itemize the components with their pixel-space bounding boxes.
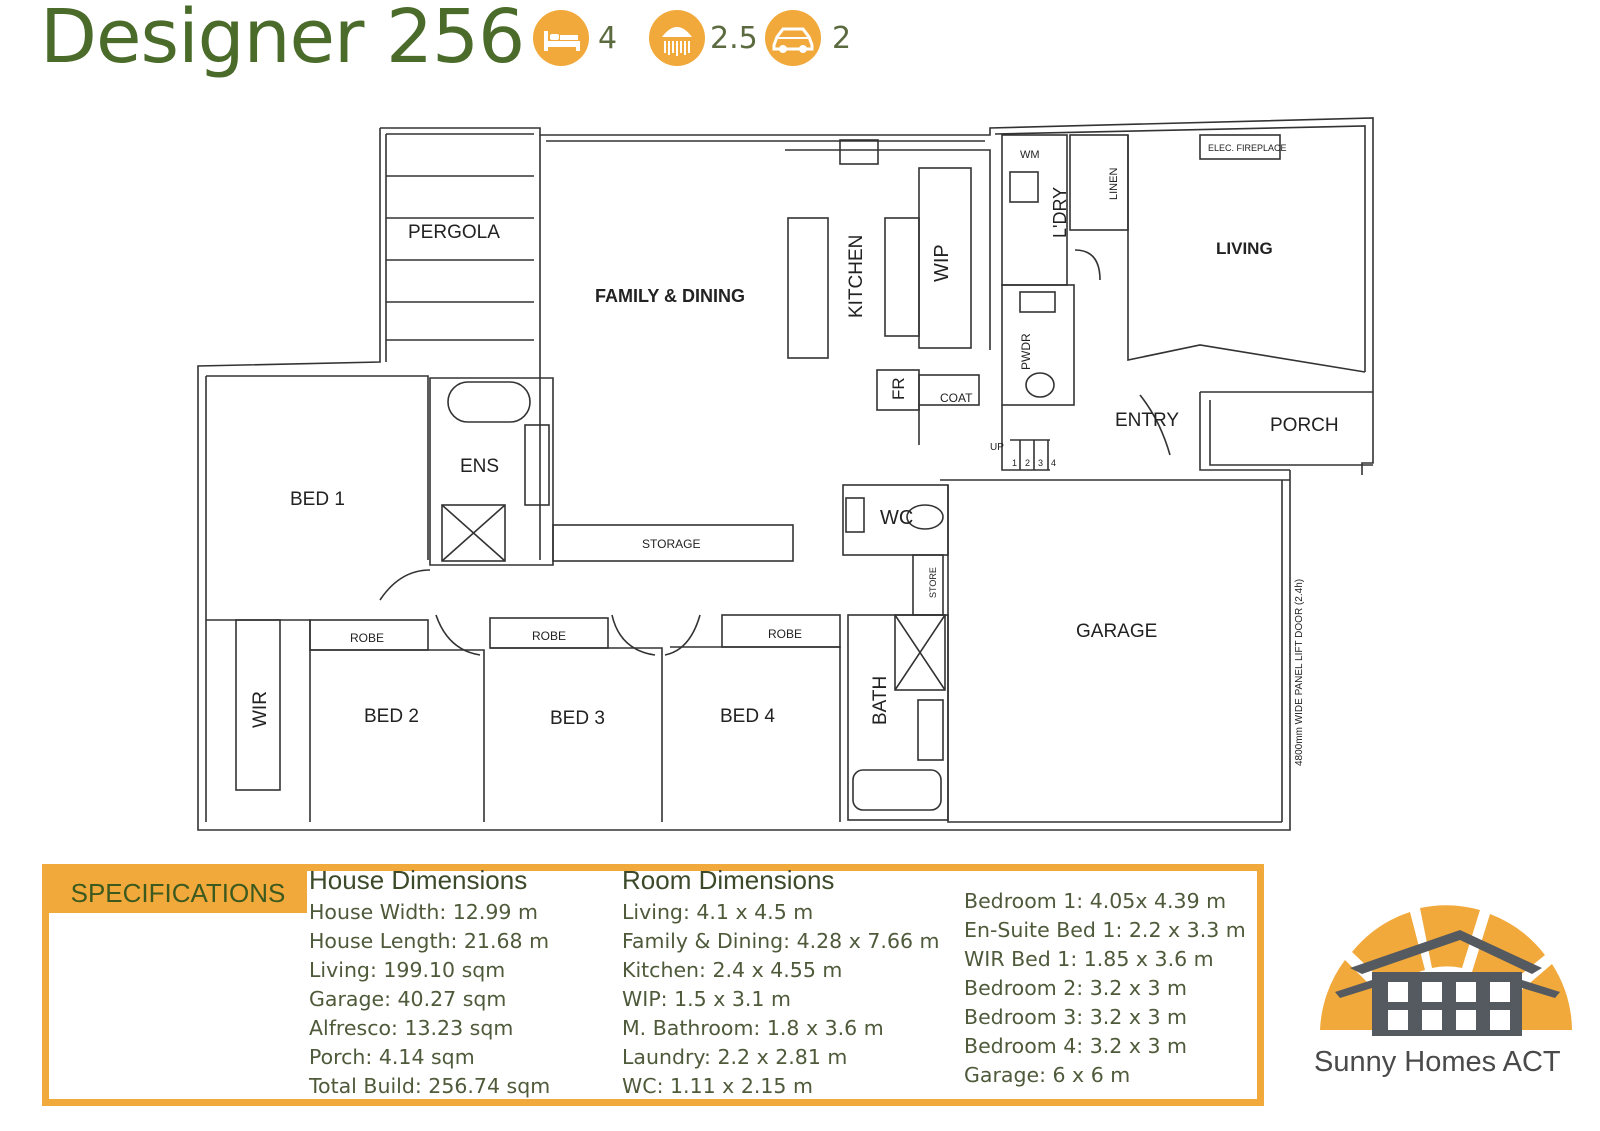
house-spec-row: Porch: 4.14 sqm xyxy=(309,1045,475,1069)
label-laundry: L'DRY xyxy=(1050,187,1070,238)
house-dimensions-heading: House Dimensions xyxy=(309,865,528,895)
stair-step-4: 4 xyxy=(1051,458,1056,468)
label-linen: LINEN xyxy=(1108,168,1120,200)
stair-step-3: 3 xyxy=(1038,458,1043,468)
bedroom-spec-row: Garage: 6 x 6 m xyxy=(964,1063,1131,1087)
room-dimensions: Room Dimensions Living: 4.1 x 4.5 m Fami… xyxy=(622,865,940,1101)
house-spec-row: House Width: 12.99 m xyxy=(309,900,538,924)
specifications-tab: SPECIFICATIONS xyxy=(49,871,307,913)
label-coat: COAT xyxy=(940,391,973,405)
bedroom-dimensions: Bedroom 1: 4.05x 4.39 m En-Suite Bed 1: … xyxy=(964,887,1246,1090)
room-spec-row: WC: 1.11 x 2.15 m xyxy=(622,1074,813,1098)
room-spec-row: Laundry: 2.2 x 2.81 m xyxy=(622,1045,848,1069)
room-spec-row: WIP: 1.5 x 3.1 m xyxy=(622,987,791,1011)
bedroom-spec-row: Bedroom 1: 4.05x 4.39 m xyxy=(964,889,1227,913)
house-spec-row: House Length: 21.68 m xyxy=(309,929,550,953)
label-store: STORE xyxy=(928,567,938,598)
brand-name: Sunny Homes ACT xyxy=(1314,1046,1561,1078)
label-porch: PORCH xyxy=(1270,415,1339,436)
house-spec-row: Garage: 40.27 sqm xyxy=(309,987,507,1011)
label-wip: WIP xyxy=(931,244,953,282)
label-living: LIVING xyxy=(1216,239,1273,258)
label-up: UP xyxy=(990,442,1004,453)
room-spec-row: Kitchen: 2.4 x 4.55 m xyxy=(622,958,843,982)
house-spec-row: Alfresco: 13.23 sqm xyxy=(309,1016,514,1040)
bedroom-spec-row: En-Suite Bed 1: 2.2 x 3.3 m xyxy=(964,918,1246,942)
bathrooms-count: 2.5 xyxy=(710,20,758,56)
label-pergola: PERGOLA xyxy=(408,222,500,243)
label-bed3: BED 3 xyxy=(550,708,605,729)
house-dimensions: House Dimensions House Width: 12.99 m Ho… xyxy=(309,865,550,1101)
label-robe-bed3: ROBE xyxy=(532,629,566,643)
label-bed1: BED 1 xyxy=(290,489,345,510)
label-family-dining: FAMILY & DINING xyxy=(595,286,745,306)
bedroom-spec-row: Bedroom 4: 3.2 x 3 m xyxy=(964,1034,1187,1058)
stair-step-1: 1 xyxy=(1012,458,1017,468)
room-dimensions-heading: Room Dimensions xyxy=(622,865,835,895)
label-storage: STORAGE xyxy=(642,537,700,551)
label-elec-fireplace: ELEC. FIREPLACE xyxy=(1208,143,1287,153)
bedroom-spec-row: Bedroom 2: 3.2 x 3 m xyxy=(964,976,1187,1000)
label-bed2: BED 2 xyxy=(364,706,419,727)
bedrooms-feature: 4 xyxy=(532,10,617,66)
bedrooms-count: 4 xyxy=(598,20,618,56)
floor-plan: PERGOLA FAMILY & DINING KITCHEN WIP FR C… xyxy=(197,117,1374,831)
room-spec-row: M. Bathroom: 1.8 x 3.6 m xyxy=(622,1016,884,1040)
label-garage: GARAGE xyxy=(1076,621,1157,642)
label-robe-bed4: ROBE xyxy=(768,627,802,641)
specifications-panel: SPECIFICATIONS House Dimensions House Wi… xyxy=(42,864,1264,1106)
house-spec-row: Total Build: 256.74 sqm xyxy=(309,1074,551,1098)
car-icon xyxy=(765,10,821,66)
label-kitchen: KITCHEN xyxy=(846,235,867,318)
sun-house-logo-icon xyxy=(1320,905,1572,1036)
label-bath: BATH xyxy=(870,676,891,725)
label-garage-door: 4800mm WIDE PANEL LIFT DOOR (2.4h) xyxy=(1294,579,1305,766)
label-fr: FR xyxy=(889,377,908,400)
bed-icon xyxy=(533,10,589,66)
shower-icon xyxy=(649,10,705,66)
plan-title: Designer 256 xyxy=(40,0,525,80)
house-spec-row: Living: 199.10 sqm xyxy=(309,958,506,982)
label-robe-bed2: ROBE xyxy=(350,631,384,645)
room-spec-row: Living: 4.1 x 4.5 m xyxy=(622,900,814,924)
garage-count: 2 xyxy=(832,20,852,56)
bathrooms-feature: 2.5 xyxy=(648,10,758,66)
label-bed4: BED 4 xyxy=(720,706,775,727)
label-ensuite: ENS xyxy=(460,456,499,477)
label-wm: WM xyxy=(1020,149,1040,161)
label-entry: ENTRY xyxy=(1115,410,1179,431)
label-wir: WIR xyxy=(250,691,271,728)
bedroom-spec-row: Bedroom 3: 3.2 x 3 m xyxy=(964,1005,1187,1029)
room-spec-row: Family & Dining: 4.28 x 7.66 m xyxy=(622,929,940,953)
stair-step-2: 2 xyxy=(1025,458,1030,468)
garage-feature: 2 xyxy=(764,10,851,66)
sunny-homes-logo: Sunny Homes ACT xyxy=(1310,880,1580,1090)
label-powder: PWDR xyxy=(1019,333,1033,370)
label-wc: WC xyxy=(880,507,913,529)
bedroom-spec-row: WIR Bed 1: 1.85 x 3.6 m xyxy=(964,947,1214,971)
